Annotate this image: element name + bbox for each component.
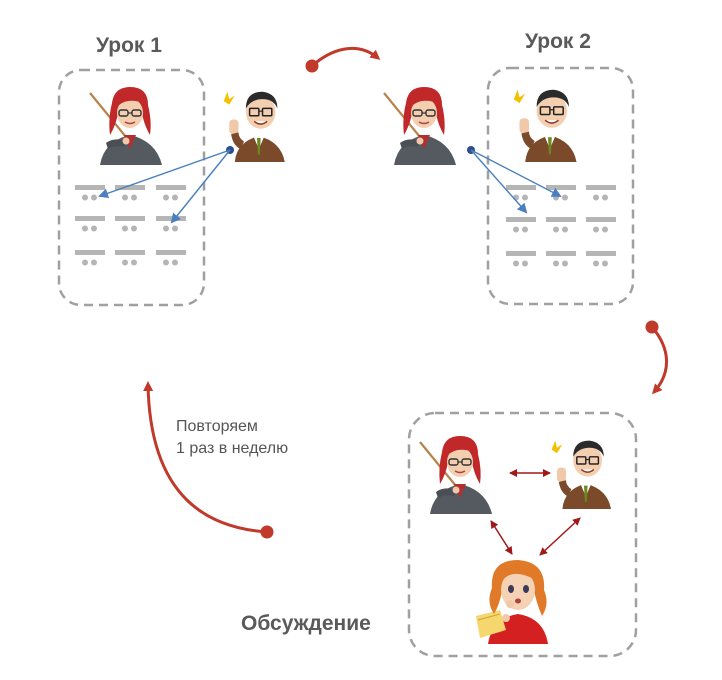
flow-arrow-lesson1-to-lesson2 — [305, 47, 381, 73]
lesson2-frame — [486, 66, 635, 306]
discussion-arrow-teacher-girl — [490, 520, 513, 555]
repeat-note: Повторяем 1 раз в неделю — [176, 416, 288, 460]
lesson2-pointer-arrow-1 — [470, 149, 528, 214]
flow-arrow-lesson2-to-discussion — [645, 320, 668, 395]
discussion-girl-figure — [475, 559, 549, 644]
discussion-teacher-figure — [418, 434, 494, 514]
lesson2-group — [382, 66, 635, 306]
lesson2-desks — [506, 185, 616, 267]
repeat-note-line2: 1 раз в неделю — [176, 440, 289, 457]
lesson1-frame — [57, 68, 206, 307]
lesson1-title: Урок 1 — [96, 34, 162, 57]
lesson1-group — [57, 68, 286, 307]
lesson1-desks — [75, 185, 186, 266]
discussion-arrow-student-girl — [539, 517, 581, 556]
lesson1-pointer-arrow-1 — [98, 149, 231, 199]
repeat-note-line1: Повторяем — [176, 418, 258, 435]
discussion-title: Обсуждение — [241, 612, 371, 635]
lesson1-pointer-arrow-2 — [170, 149, 231, 224]
lesson2-title: Урок 2 — [525, 30, 591, 53]
discussion-student-figure — [550, 439, 612, 510]
lesson2-pointer-arrow-2 — [470, 149, 562, 197]
flow-arrow-repeat — [143, 381, 274, 539]
lesson1-teacher-figure — [88, 85, 164, 165]
discussion-frame — [407, 411, 638, 658]
discussion-group — [407, 411, 638, 658]
lesson2-teacher-figure — [382, 85, 458, 165]
lesson2-student-figure — [512, 88, 578, 163]
